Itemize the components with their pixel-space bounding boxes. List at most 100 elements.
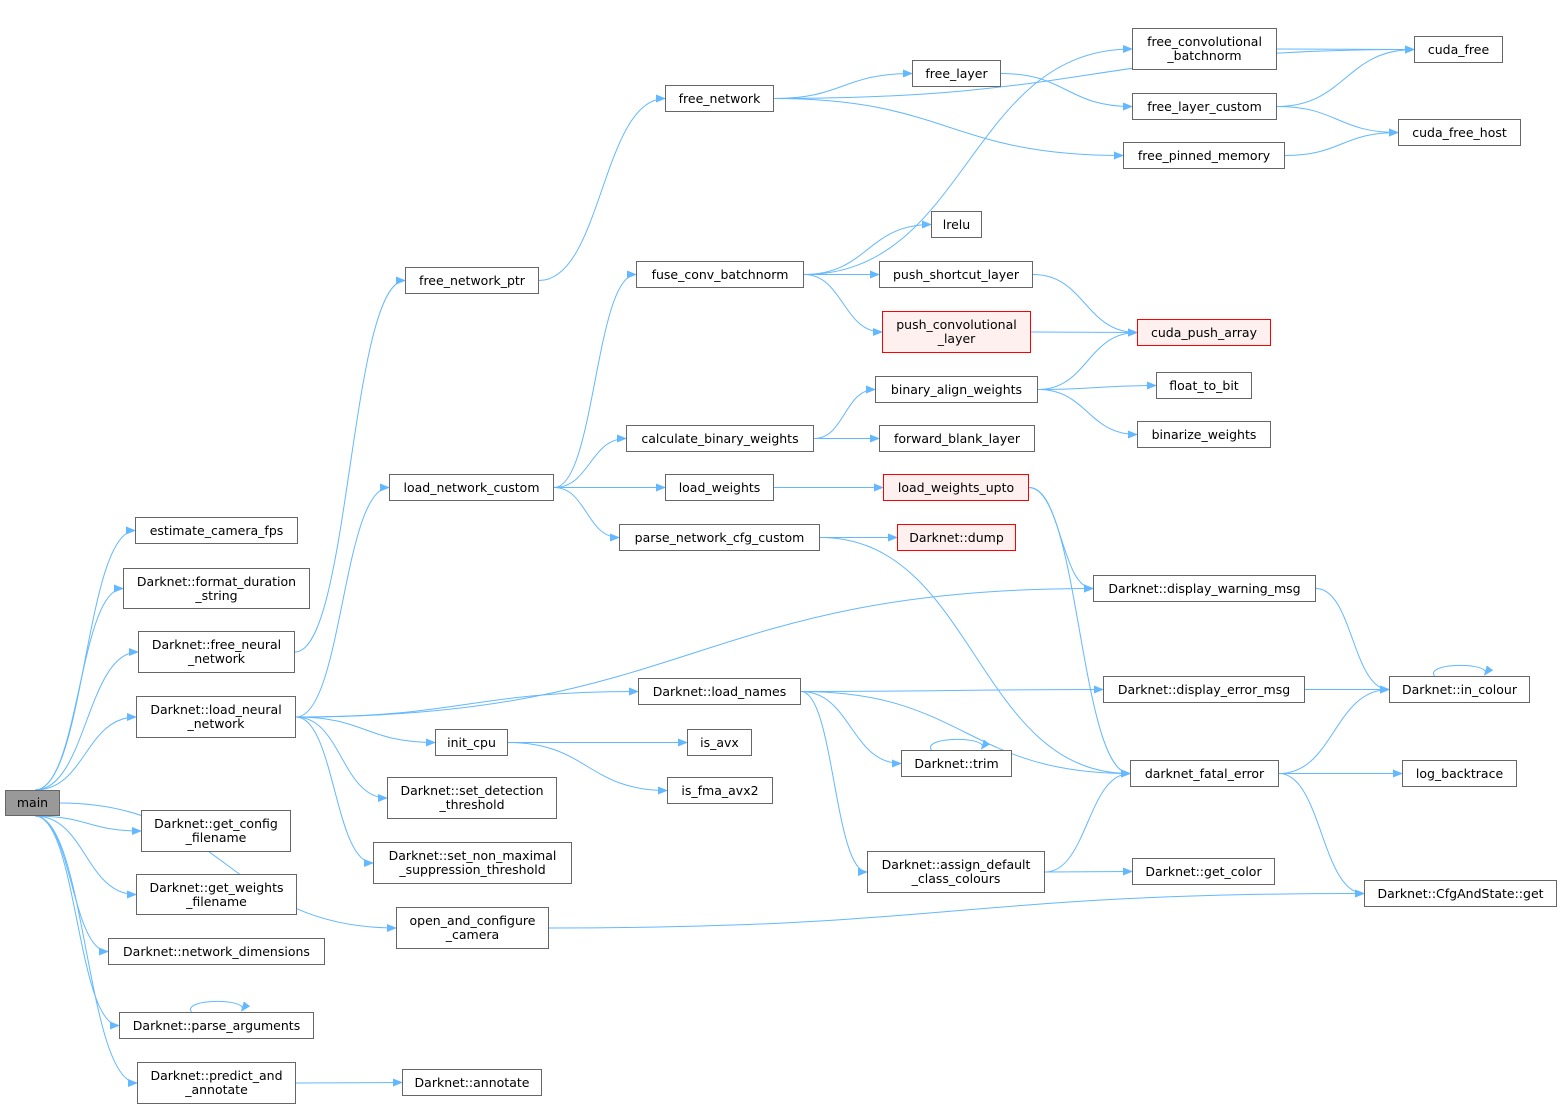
node-label: _camera: [445, 927, 500, 942]
node-assign-default-class-colours[interactable]: Darknet::assign_default_class_colours: [867, 851, 1045, 893]
node-format-duration-string[interactable]: Darknet::format_duration_string: [123, 568, 310, 609]
node-label: is_avx: [700, 734, 739, 750]
edge-in-colour-to-in-colour: [1433, 664, 1494, 677]
edge-main-to-network-dimensions: [34, 815, 109, 956]
node-log-backtrace[interactable]: log_backtrace: [1402, 760, 1517, 787]
node-push-shortcut-layer[interactable]: push_shortcut_layer: [879, 261, 1033, 288]
node-label: _threshold: [439, 797, 505, 812]
node-label: load_weights_upto: [897, 479, 1015, 495]
node-float-to-bit[interactable]: float_to_bit: [1156, 372, 1252, 399]
node-cuda-free-host[interactable]: cuda_free_host: [1398, 119, 1521, 146]
edge-main-to-predict-and-annotate: [34, 815, 138, 1087]
node-parse-arguments[interactable]: Darknet::parse_arguments: [119, 1012, 314, 1039]
node-label: Darknet::assign_default: [881, 857, 1031, 872]
node-free-network-ptr[interactable]: free_network_ptr: [405, 267, 539, 294]
edge-load-neural-network-to-set-nms-threshold: [295, 716, 374, 867]
node-display-warning-msg[interactable]: Darknet::display_warning_msg: [1093, 575, 1316, 602]
node-label: _filename: [185, 830, 247, 845]
node-label: lrelu: [942, 216, 971, 232]
edge-binary-align-weights-to-binarize-weights: [1037, 389, 1138, 439]
node-label: free_network_ptr: [419, 272, 525, 288]
node-main[interactable]: main: [5, 790, 60, 816]
node-label: _layer: [937, 331, 976, 346]
node-label: push_convolutional: [896, 317, 1017, 332]
node-label: Darknet::network_dimensions: [123, 943, 310, 959]
edge-load-neural-network-to-load-names: [295, 687, 639, 718]
node-label: free_layer: [925, 65, 988, 81]
node-init-cpu[interactable]: init_cpu: [435, 729, 508, 756]
node-is-fma-avx2[interactable]: is_fma_avx2: [667, 777, 773, 804]
node-in-colour[interactable]: Darknet::in_colour: [1389, 676, 1530, 703]
node-label: load_weights: [678, 479, 761, 495]
node-free-convolutional-batchnorm[interactable]: free_convolutional_batchnorm: [1132, 28, 1277, 70]
node-calculate-binary-weights[interactable]: calculate_binary_weights: [626, 425, 814, 452]
edge-main-to-get-weights-filename: [34, 815, 137, 899]
node-fuse-conv-batchnorm[interactable]: fuse_conv_batchnorm: [636, 261, 804, 288]
node-label: Darknet::get_config: [154, 816, 278, 831]
edge-free-network-ptr-to-free-network: [538, 94, 666, 281]
node-load-network-custom[interactable]: load_network_custom: [389, 474, 554, 501]
node-push-convolutional-layer[interactable]: push_convolutional_layer: [882, 311, 1031, 353]
node-predict-and-annotate[interactable]: Darknet::predict_and_annotate: [137, 1062, 296, 1104]
edge-push-convolutional-layer-to-cuda-push-array: [1030, 328, 1138, 337]
node-label: log_backtrace: [1415, 765, 1504, 781]
node-parse-network-cfg-custom[interactable]: parse_network_cfg_custom: [619, 524, 820, 551]
node-load-weights[interactable]: load_weights: [665, 474, 774, 501]
edge-free-neural-network-to-free-network-ptr: [294, 276, 406, 653]
node-cuda-push-array[interactable]: cuda_push_array: [1137, 319, 1271, 346]
node-label: _network: [187, 716, 245, 731]
node-cuda-free[interactable]: cuda_free: [1414, 36, 1503, 63]
node-label: _network: [187, 651, 245, 666]
node-free-pinned-memory[interactable]: free_pinned_memory: [1123, 142, 1285, 169]
node-get-weights-filename[interactable]: Darknet::get_weights_filename: [136, 874, 297, 915]
node-set-nms-threshold[interactable]: Darknet::set_non_maximal_suppression_thr…: [373, 842, 572, 884]
node-label: Darknet::load_neural: [150, 702, 282, 717]
node-free-network[interactable]: free_network: [665, 85, 774, 112]
node-set-detection-threshold[interactable]: Darknet::set_detection_threshold: [387, 777, 557, 819]
edge-trim-to-trim: [930, 738, 991, 751]
node-network-dimensions[interactable]: Darknet::network_dimensions: [108, 938, 325, 965]
node-load-weights-upto[interactable]: load_weights_upto: [883, 474, 1029, 501]
edge-parse-arguments-to-parse-arguments: [190, 1000, 251, 1013]
node-load-neural-network[interactable]: Darknet::load_neural_network: [136, 696, 296, 738]
node-estimate-camera-fps[interactable]: estimate_camera_fps: [135, 517, 298, 544]
node-lrelu[interactable]: lrelu: [931, 211, 982, 238]
node-label: Darknet::get_color: [1145, 863, 1262, 879]
node-dump[interactable]: Darknet::dump: [897, 524, 1016, 551]
node-label: free_network: [678, 90, 761, 106]
node-is-avx[interactable]: is_avx: [687, 729, 752, 756]
node-trim[interactable]: Darknet::trim: [901, 750, 1012, 777]
node-get-config-filename[interactable]: Darknet::get_config_filename: [141, 810, 291, 852]
node-label: cuda_free: [1427, 41, 1490, 57]
node-label: Darknet::get_weights: [149, 879, 284, 895]
node-forward-blank-layer[interactable]: forward_blank_layer: [879, 425, 1035, 452]
edge-load-weights-upto-to-darknet-fatal-error: [1028, 487, 1131, 778]
node-cfg-get[interactable]: Darknet::CfgAndState::get: [1364, 880, 1557, 907]
node-get-color[interactable]: Darknet::get_color: [1132, 858, 1275, 885]
node-binarize-weights[interactable]: binarize_weights: [1137, 421, 1271, 448]
edge-main-to-estimate-camera-fps: [34, 526, 136, 791]
node-label: Darknet::set_non_maximal: [388, 848, 557, 863]
node-label: push_shortcut_layer: [893, 266, 1019, 282]
node-free-neural-network[interactable]: Darknet::free_neural_network: [138, 631, 295, 673]
node-free-layer[interactable]: free_layer: [912, 60, 1001, 87]
node-annotate[interactable]: Darknet::annotate: [402, 1069, 542, 1096]
node-label: Darknet::dump: [909, 529, 1004, 545]
edge-main-to-format-duration-string: [34, 584, 124, 791]
edge-main-to-parse-arguments: [34, 815, 120, 1030]
node-label: Darknet::set_detection: [400, 783, 544, 798]
node-binary-align-weights[interactable]: binary_align_weights: [875, 376, 1038, 403]
node-label: cuda_free_host: [1412, 124, 1507, 140]
node-label: open_and_configure: [409, 913, 536, 928]
edge-free-layer-custom-to-cuda-free: [1276, 45, 1415, 107]
node-label: Darknet::trim: [914, 755, 999, 771]
edge-assign-default-class-colours-to-darknet-fatal-error: [1044, 769, 1131, 873]
node-free-layer-custom[interactable]: free_layer_custom: [1132, 93, 1277, 120]
node-label: Darknet::free_neural: [151, 637, 282, 652]
node-open-and-configure-camera[interactable]: open_and_configure_camera: [396, 907, 549, 949]
node-display-error-msg[interactable]: Darknet::display_error_msg: [1103, 676, 1305, 703]
node-load-names[interactable]: Darknet::load_names: [638, 678, 801, 705]
node-label: _batchnorm: [1167, 48, 1242, 63]
node-darknet-fatal-error[interactable]: darknet_fatal_error: [1130, 760, 1279, 787]
